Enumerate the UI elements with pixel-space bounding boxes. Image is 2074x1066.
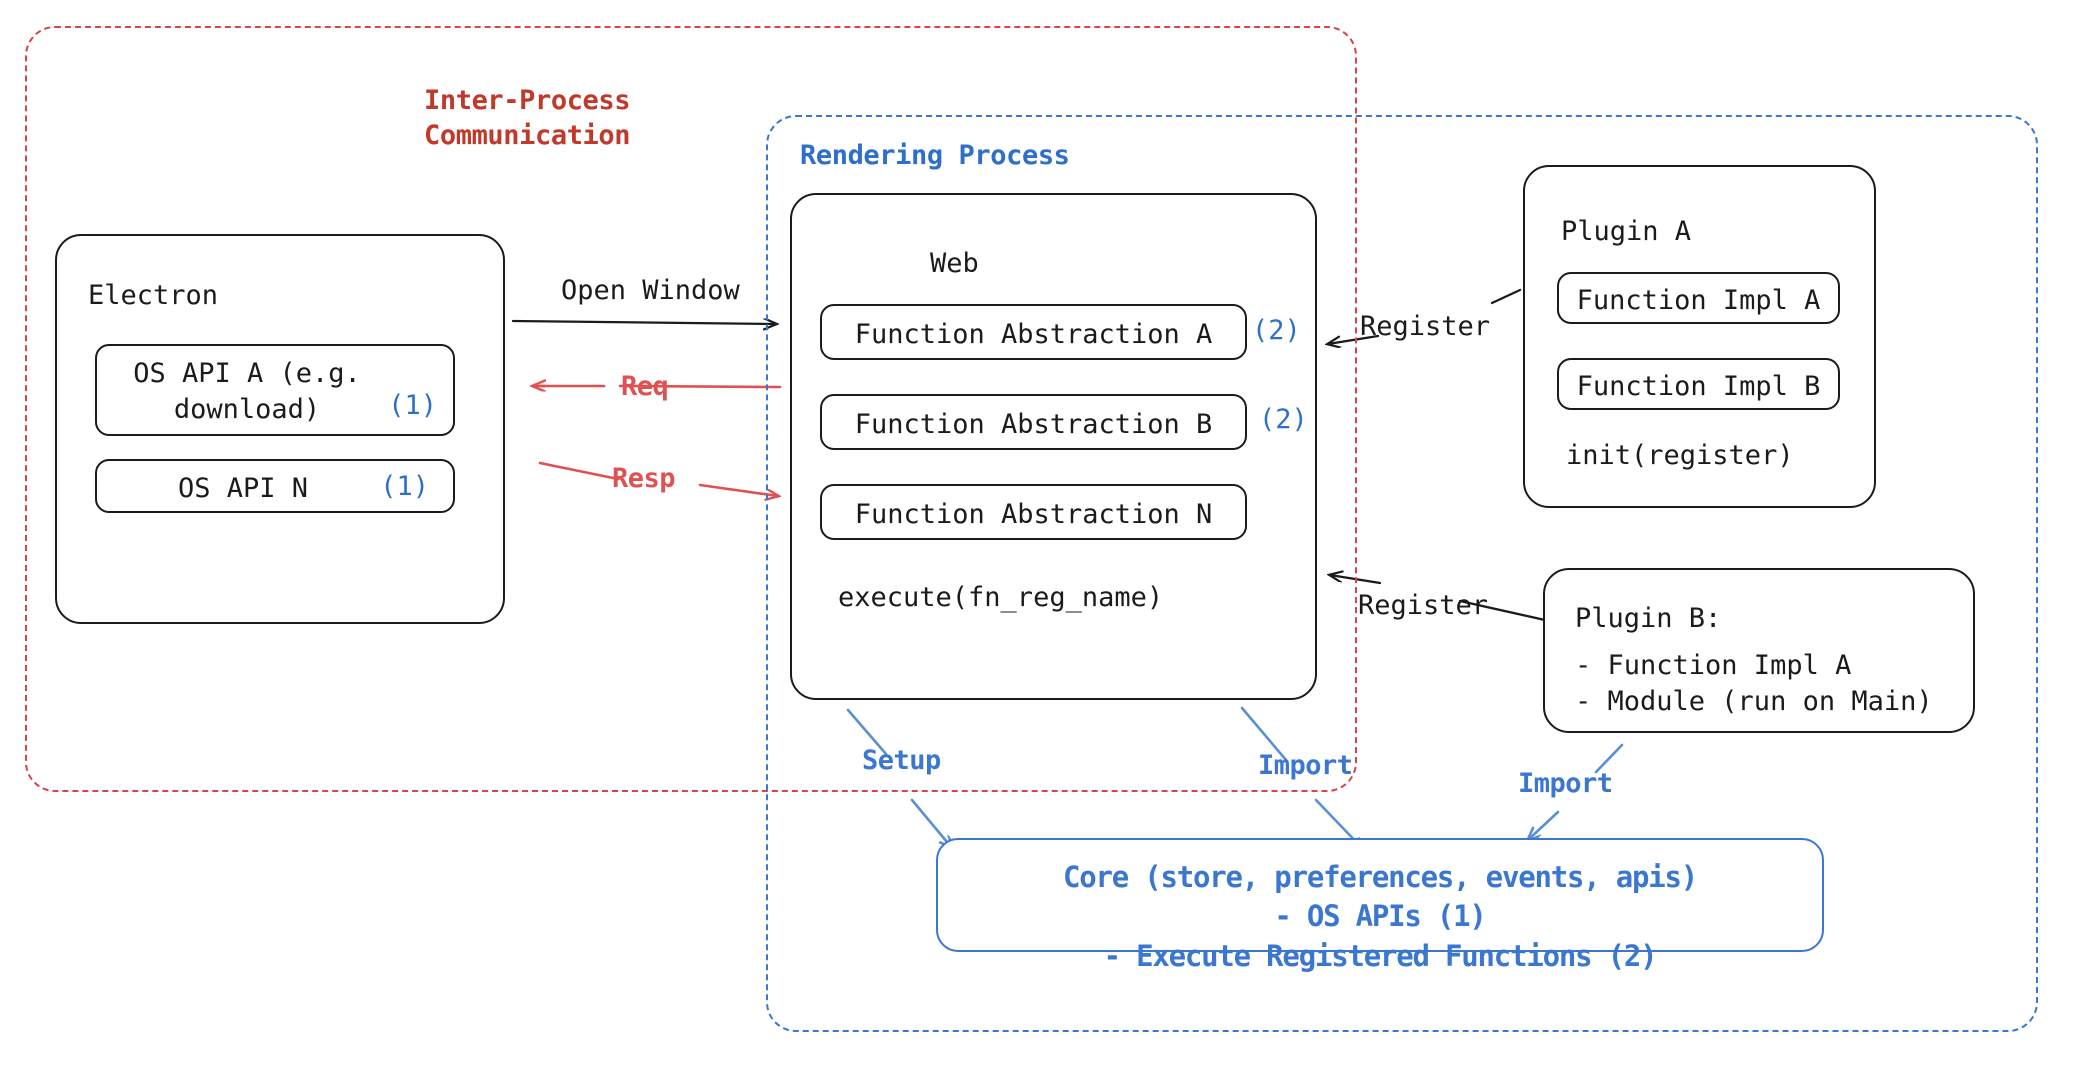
os-api-n-marker: (1) <box>380 471 429 502</box>
region-rendering-process <box>766 115 2038 1032</box>
core-label: Core (store, preferences, events, apis) … <box>1062 860 1698 973</box>
function-abstraction-b-marker: (2) <box>1259 404 1308 435</box>
plugin-a-function-impl-b-box[interactable]: Function Impl B <box>1557 358 1840 410</box>
web-title: Web <box>930 248 979 279</box>
function-abstraction-a-box[interactable]: Function Abstraction A <box>820 304 1247 360</box>
region-inter-process-communication <box>25 26 1357 792</box>
function-abstraction-a-marker: (2) <box>1252 315 1301 346</box>
edge-label-open-window: Open Window <box>561 275 740 306</box>
os-api-a-label: OS API A (e.g. download) <box>133 358 361 425</box>
edge-label-register-plugin-b: Register <box>1358 590 1489 621</box>
core-box: Core (store, preferences, events, apis) … <box>936 838 1824 973</box>
region-rendering-title: Rendering Process <box>800 140 1070 171</box>
electron-title: Electron <box>88 280 219 311</box>
plugin-b-title: Plugin B: <box>1575 603 1722 634</box>
edge-label-setup: Setup <box>862 745 941 776</box>
os-api-n-label: OS API N <box>177 473 309 504</box>
edge-label-import-plugin-b: Import <box>1518 768 1613 799</box>
plugin-a-function-impl-a-label: Function Impl A <box>1576 285 1821 316</box>
function-abstraction-b-box[interactable]: Function Abstraction B <box>820 394 1247 450</box>
function-abstraction-n-box[interactable]: Function Abstraction N <box>820 484 1247 540</box>
edge-label-import-web: Import <box>1258 750 1353 781</box>
plugin-a-function-impl-b-label: Function Impl B <box>1576 371 1821 402</box>
plugin-b-items: - Function Impl A - Module (run on Main) <box>1575 650 1933 718</box>
os-api-a-marker: (1) <box>388 390 437 421</box>
edge-label-resp: Resp <box>612 463 676 494</box>
plugin-a-title: Plugin A <box>1561 216 1692 247</box>
plugin-a-init-label: init(register) <box>1566 440 1794 471</box>
plugin-a-function-impl-a-box[interactable]: Function Impl A <box>1557 272 1840 324</box>
os-api-a-box[interactable]: OS API A (e.g. download) (1) <box>95 344 455 436</box>
edge-label-register-plugin-a: Register <box>1360 311 1491 342</box>
web-execute-label: execute(fn_reg_name) <box>838 582 1164 613</box>
edge-label-req: Req <box>621 371 669 402</box>
function-abstraction-n-label: Function Abstraction N <box>854 499 1213 530</box>
function-abstraction-b-label: Function Abstraction B <box>854 409 1213 440</box>
plugin-b-box <box>1543 568 1975 733</box>
os-api-n-box[interactable]: OS API N (1) <box>95 459 455 513</box>
region-ipc-title: Inter-Process Communication <box>424 85 631 151</box>
plugin-a-box <box>1523 165 1876 508</box>
function-abstraction-a-label: Function Abstraction A <box>854 319 1213 350</box>
